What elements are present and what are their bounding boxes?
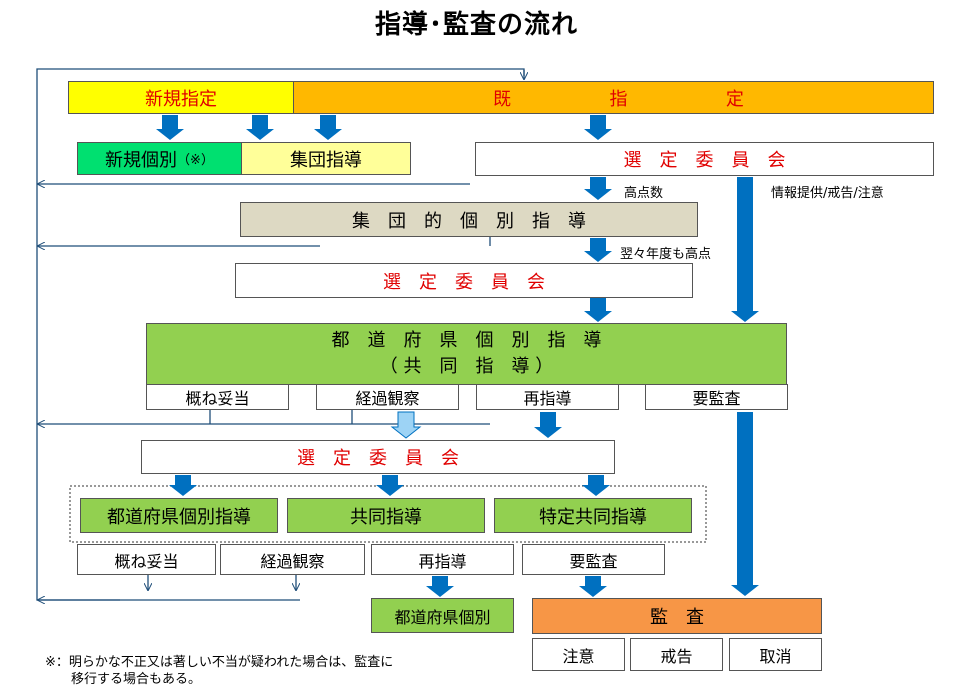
- arrow-new-to-individual: [156, 115, 184, 140]
- audit-outcome-reprimand: 戒告: [630, 638, 723, 671]
- arrow-committee-to-joint: [376, 475, 404, 496]
- existing-designation-box: 既 指 定: [293, 81, 934, 114]
- new-individual-box: 新規個別 （※）: [77, 142, 242, 175]
- audit-outcome-revocation: 取消: [729, 638, 822, 671]
- arrow-existing-to-committee: [584, 115, 612, 140]
- existing-char-1: 既: [493, 88, 512, 110]
- result-2-generally-appropriate: 概ね妥当: [77, 544, 216, 575]
- arrow-audit-required-to-audit: [731, 412, 759, 596]
- guidance-prefectural-individual: 都道府県個別指導: [80, 498, 278, 533]
- prefectural-individual-guidance-box: 都 道 府 県 個 別 指 導 （ 共 同 指 導 ）: [146, 323, 787, 385]
- result-1-follow-up: 経過観察: [316, 384, 459, 410]
- prefectural-line-1: 都 道 府 県 個 別 指 導: [331, 330, 602, 351]
- selection-committee-box-2: 選 定 委 員 会: [235, 263, 693, 298]
- arrow-committee-to-special-joint: [582, 475, 610, 496]
- arrow-new-to-group-2: [314, 115, 342, 140]
- prefectural-individual-box: 都道府県個別: [371, 598, 514, 633]
- group-individual-guidance-box: 集 団 的 個 別 指 導: [240, 202, 698, 237]
- label-next-year-high: 翌々年度も高点: [620, 247, 712, 262]
- page-title: 指導･監査の流れ: [374, 10, 578, 40]
- footnote-line-1: ※：明らかな不正又は著しい不当が疑われた場合は、監査に: [45, 655, 394, 670]
- arrow-re-guidance-to-committee: [534, 412, 562, 438]
- result-2-audit-required: 要監査: [522, 544, 665, 575]
- existing-char-3: 定: [725, 88, 744, 110]
- guidance-special-joint: 特定共同指導: [494, 498, 692, 533]
- existing-char-2: 指: [609, 88, 628, 110]
- arrow-audit-required-to-audit-2: [579, 576, 607, 597]
- new-individual-mark: （※）: [177, 153, 214, 168]
- footnote-line-2: 移行する場合もある。: [45, 672, 202, 687]
- result-2-re-guidance: 再指導: [371, 544, 514, 575]
- selection-committee-box-3: 選 定 委 員 会: [141, 440, 615, 474]
- result-2-follow-up: 経過観察: [220, 544, 365, 575]
- arrow-re-guidance-to-pref-individual: [426, 576, 454, 597]
- prefectural-line-2: （ 共 同 指 導 ）: [379, 356, 554, 377]
- new-individual-label: 新規個別: [105, 149, 178, 171]
- arrow-group-individual-to-committee: [584, 238, 612, 262]
- arrow-info-to-prefectural: [731, 177, 759, 322]
- result-1-generally-appropriate: 概ね妥当: [146, 384, 289, 410]
- arrow-committee-to-group-individual: [584, 177, 612, 200]
- arrow-follow-up-to-committee: [390, 411, 422, 439]
- arrow-new-to-group-1: [246, 115, 274, 140]
- audit-box: 監 査: [532, 598, 822, 634]
- arrow-committee-to-pref-guidance: [169, 475, 197, 496]
- selection-committee-box-1: 選 定 委 員 会: [475, 142, 934, 176]
- audit-outcome-caution: 注意: [532, 638, 625, 671]
- new-designation-box: 新規指定: [68, 81, 294, 114]
- label-info-provision: 情報提供/戒告/注意: [771, 186, 884, 201]
- guidance-joint: 共同指導: [287, 498, 485, 533]
- label-high-score: 高点数: [624, 186, 664, 201]
- group-guidance-box: 集団指導: [241, 142, 411, 175]
- result-1-audit-required: 要監査: [645, 384, 788, 410]
- result-1-re-guidance: 再指導: [476, 384, 619, 410]
- arrow-committee-to-prefectural: [584, 298, 612, 322]
